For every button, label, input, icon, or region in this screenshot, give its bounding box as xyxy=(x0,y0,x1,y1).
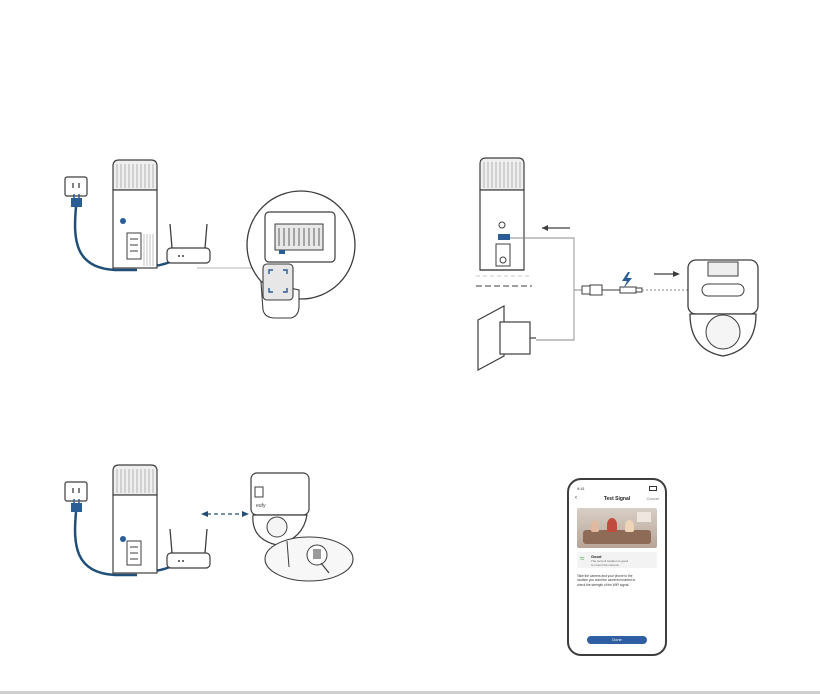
usb-cable-connector xyxy=(582,285,642,295)
wifi-icon: ≈ xyxy=(580,555,584,563)
indoor-camera: eufy xyxy=(251,473,309,545)
phone-frame: 9:41 ‹ Test Signal Cancel ≈ Good The cur… xyxy=(567,478,667,656)
homebase-device xyxy=(480,158,524,270)
panel-charging xyxy=(470,150,770,375)
left-arrow xyxy=(542,225,570,231)
router-device xyxy=(167,529,210,568)
phone-icon xyxy=(263,264,293,300)
indoor-camera xyxy=(688,260,758,356)
lightning-icon xyxy=(622,272,632,289)
panel-phone-app: 9:41 ‹ Test Signal Cancel ≈ Good The cur… xyxy=(567,478,667,656)
status-bar: 9:41 xyxy=(577,486,657,492)
signal-card: ≈ Good The current location is good to m… xyxy=(577,552,657,568)
camera-brand: eufy xyxy=(256,503,266,509)
app-header: ‹ Test Signal Cancel xyxy=(569,494,665,504)
homebase-device xyxy=(113,160,157,268)
body-line-3: check the strength of the WiFi signal. xyxy=(577,583,657,587)
battery-icon xyxy=(649,486,657,491)
charging-illustration xyxy=(470,150,770,375)
panel-camera-pairing: eufy xyxy=(55,455,365,590)
status-time: 9:41 xyxy=(577,486,585,491)
router-device xyxy=(167,224,210,263)
camera-pairing-illustration: eufy xyxy=(55,455,365,590)
panel-homebase-setup xyxy=(55,150,365,320)
power-outlet-icon xyxy=(65,177,87,196)
right-arrow xyxy=(654,271,680,277)
power-outlet-icon xyxy=(478,306,536,370)
reset-button-magnifier xyxy=(265,537,353,581)
signal-desc-2: to mount the camera. xyxy=(591,563,619,567)
done-button[interactable]: Done xyxy=(587,636,647,644)
cancel-link[interactable]: Cancel xyxy=(647,496,659,501)
instruction-text: Take the camera and your phone to the lo… xyxy=(577,574,657,587)
homebase-device xyxy=(113,465,157,573)
power-outlet-icon xyxy=(65,482,87,501)
homebase-setup-illustration xyxy=(55,150,365,320)
living-room-photo xyxy=(577,508,657,548)
pairing-arrow xyxy=(201,511,249,517)
